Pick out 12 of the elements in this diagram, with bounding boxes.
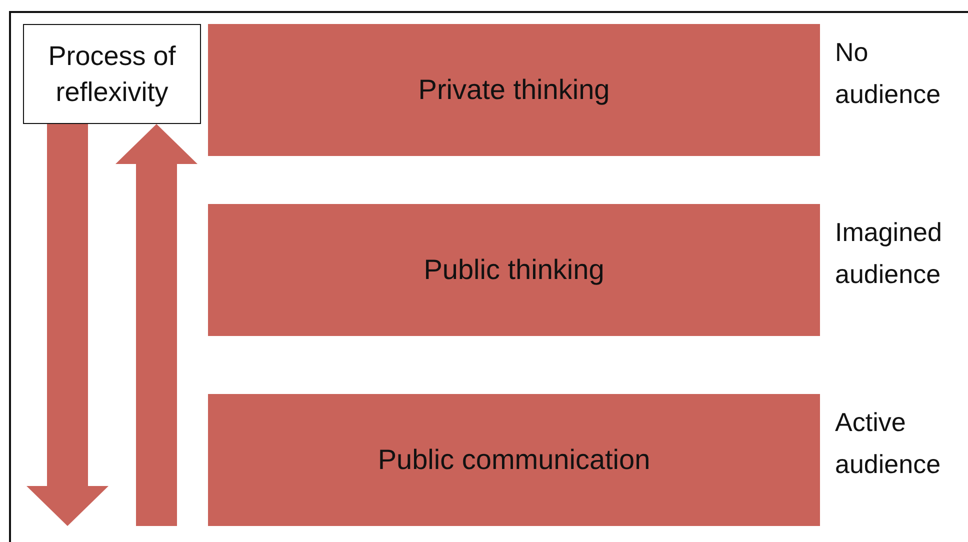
audience-label: Imagined audience [835,216,943,291]
node-label: Public communication [378,444,650,476]
audience-label: No audience [835,36,942,111]
audience-label: Active audience [835,406,942,481]
block-arrow [26,124,108,526]
node-label: Process of reflexivity [47,40,177,109]
level-bar [208,394,820,526]
level-bar [208,24,820,156]
node-label: Private thinking [418,74,610,106]
node-label: Public thinking [424,254,604,286]
label-box [23,24,201,124]
level-bar [208,204,820,336]
